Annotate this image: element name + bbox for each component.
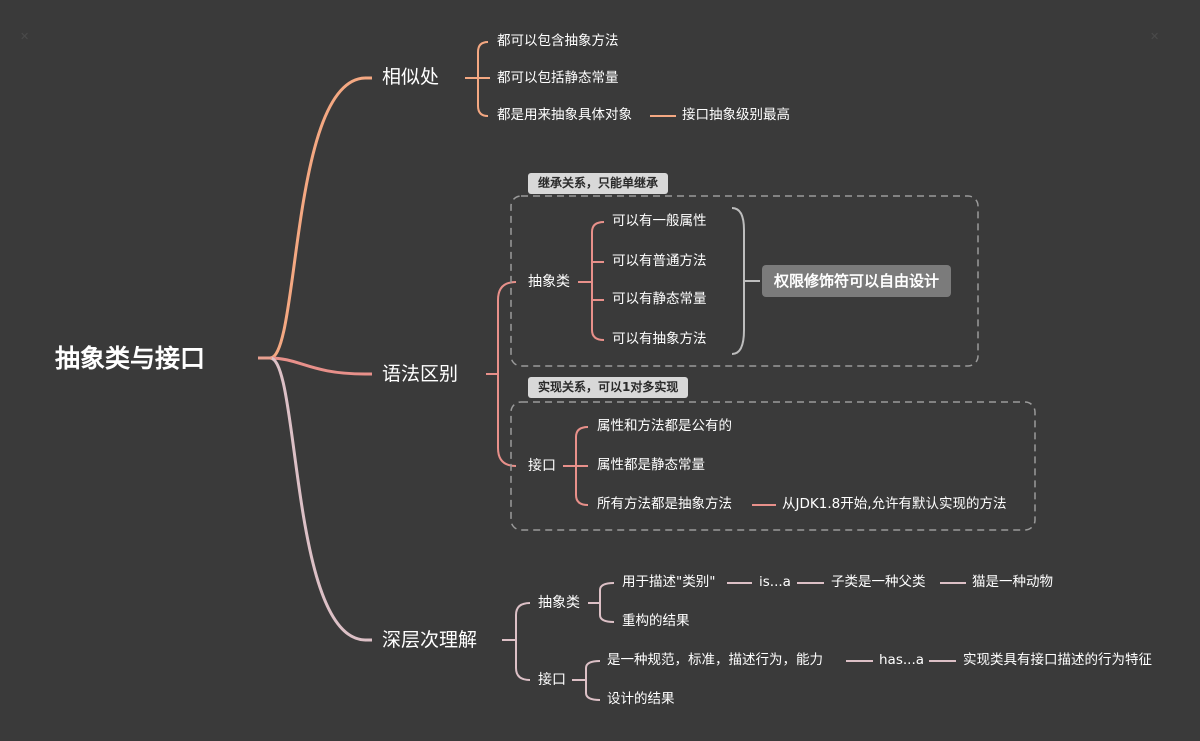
topic-syntax[interactable]: 语法区别	[382, 363, 459, 385]
deep-interface-chain-1[interactable]: 是一种规范，标准，描述行为，能力	[607, 652, 823, 668]
deep-interface-chain-3[interactable]: 实现类具有接口描述的行为特征	[963, 652, 1152, 668]
interface-item-3[interactable]: 所有方法都是抽象方法	[597, 496, 732, 512]
similar-item-1[interactable]: 都可以包含抽象方法	[497, 33, 619, 49]
similar-item-3[interactable]: 都是用来抽象具体对象	[497, 107, 632, 123]
abstract-item-3[interactable]: 可以有静态常量	[612, 291, 707, 307]
abstract-relation-tag: 继承关系，只能单继承	[528, 173, 669, 195]
interface-item-2[interactable]: 属性都是静态常量	[597, 457, 705, 473]
interface-relation-tag: 实现关系，可以1对多实现	[528, 377, 689, 399]
interface-item-extra[interactable]: 从JDK1.8开始,允许有默认实现的方法	[782, 496, 1007, 512]
abstract-item-1[interactable]: 可以有一般属性	[612, 213, 707, 229]
deep-abstract-chain-4[interactable]: 猫是一种动物	[972, 574, 1053, 590]
abstract-summary[interactable]: 权限修饰符可以自由设计	[762, 265, 952, 297]
deep-abstract-label[interactable]: 抽象类	[538, 595, 580, 611]
syntax-abstract-label[interactable]: 抽象类	[528, 274, 570, 290]
abstract-item-2[interactable]: 可以有普通方法	[612, 253, 707, 269]
deep-interface-label[interactable]: 接口	[538, 672, 566, 688]
watermark-logo: ✕	[1150, 30, 1160, 43]
interface-item-1[interactable]: 属性和方法都是公有的	[597, 418, 732, 434]
topic-similar[interactable]: 相似处	[382, 66, 440, 88]
deep-abstract-second[interactable]: 重构的结果	[622, 613, 690, 629]
similar-item-extra[interactable]: 接口抽象级别最高	[682, 107, 790, 123]
deep-abstract-chain-3[interactable]: 子类是一种父类	[831, 574, 926, 590]
similar-item-2[interactable]: 都可以包括静态常量	[497, 70, 619, 86]
deep-abstract-chain-2[interactable]: is...a	[759, 574, 791, 590]
abstract-item-4[interactable]: 可以有抽象方法	[612, 331, 707, 347]
deep-interface-chain-2[interactable]: has...a	[879, 652, 925, 668]
topic-deep[interactable]: 深层次理解	[382, 629, 478, 651]
root-topic[interactable]: 抽象类与接口	[55, 344, 206, 373]
deep-abstract-chain-1[interactable]: 用于描述"类别"	[622, 574, 716, 590]
syntax-interface-label[interactable]: 接口	[528, 458, 556, 474]
watermark-logo: ✕	[20, 30, 30, 43]
deep-interface-second[interactable]: 设计的结果	[607, 691, 675, 707]
